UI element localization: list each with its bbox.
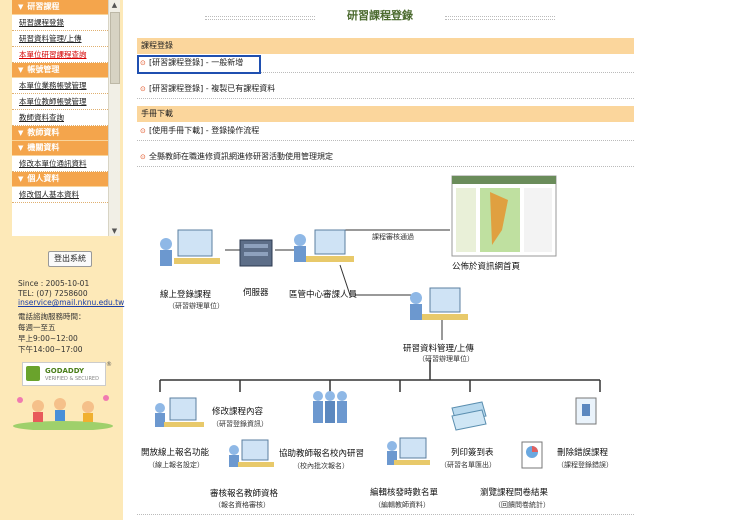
check-qualification-icon <box>229 439 274 467</box>
survey-chart-icon <box>521 441 543 469</box>
label-manage-sub: （研習辦理單位） <box>418 355 474 363</box>
label-check: 審核報名教師資格 <box>210 489 279 499</box>
sidebar-group-header[interactable]: ▼個人資料 <box>12 172 108 187</box>
page-title: 研習課程登錄 <box>347 9 413 22</box>
label-print: 列印簽到表 <box>451 448 494 458</box>
label-approved: 課程審核通過 <box>372 233 414 241</box>
expand-arrow-icon: ▼ <box>18 129 24 137</box>
sidebar-item[interactable]: 研習課程登錄 <box>12 15 108 31</box>
label-open-reg-sub: （線上報名設定） <box>148 461 204 469</box>
label-publish: 公佈於資訊網首頁 <box>452 262 521 272</box>
link-rules[interactable]: ⊙ 全縣教師在職進修資訊網進修研習活動使用管理規定 <box>137 151 634 167</box>
server-icon <box>239 239 273 267</box>
label-server: 伺服器 <box>243 288 269 298</box>
label-modify: 修改課程內容 <box>212 407 264 417</box>
hours-title: 電話諮詢服務時間： <box>18 312 86 321</box>
hours-pm: 下午14:00~17:00 <box>18 345 83 354</box>
label-check-sub: （報名資格審核） <box>214 501 270 509</box>
label-modify-sub: （研習登錄資訊） <box>212 420 268 428</box>
sidebar-item[interactable]: 研習資料管理/上傳 <box>12 31 108 47</box>
bullet-icon: ⊙ <box>140 85 146 93</box>
page-title-bar: 研習課程登錄 <box>205 6 555 24</box>
reviewer-icon <box>294 229 354 262</box>
registered-mark: ® <box>106 361 112 368</box>
section-course-entry: 課程登錄 <box>137 38 634 54</box>
label-open-reg: 開放線上報名功能 <box>141 448 210 458</box>
badge-title: GODADDY <box>45 367 85 375</box>
group-icon <box>313 391 347 423</box>
badge-subtitle: VERIFIED & SECURED <box>45 376 99 382</box>
tel-text: TEL: (07) 7258600 <box>18 289 88 298</box>
bullet-icon: ⊙ <box>140 59 146 67</box>
label-online-sub: （研習辦理單位） <box>168 302 224 310</box>
label-survey: 瀏覽課程問卷結果 <box>480 488 549 498</box>
label-hours: 編輯核發時數名單 <box>370 488 439 498</box>
sidebar-group-title: 機關資料 <box>27 143 60 152</box>
email-link[interactable]: inservice@mail.nknu.edu.tw <box>18 298 125 307</box>
label-delete-sub: （課程登錄錯誤） <box>557 461 613 469</box>
label-print-sub: （研習名單匯出） <box>440 461 496 469</box>
label-assist: 協助教師報名校內研習 <box>279 449 365 459</box>
expand-arrow-icon: ▼ <box>18 3 24 11</box>
sidebar-group-title: 帳號管理 <box>27 65 60 74</box>
label-hours-sub: （編輯教師資料） <box>374 501 430 509</box>
link-new-course[interactable]: ⊙ [研習課程登錄] - 一般新增 <box>137 57 634 73</box>
hours-days: 每週一至五 <box>18 323 56 332</box>
selection-highlight <box>137 55 261 74</box>
link-manual-label[interactable]: [使用手冊下載] - 登錄操作流程 <box>149 126 260 135</box>
scroll-up-arrow-icon[interactable]: ▲ <box>111 1 118 9</box>
sidebar-item[interactable]: 本單位教師帳號管理 <box>12 94 108 110</box>
hours-list-icon <box>387 437 430 465</box>
link-copy-course[interactable]: ⊙ [研習課程登錄] - 複製已有課程資料 <box>137 83 634 99</box>
sidebar-menu: ▼研習課程研習課程登錄研習資料管理/上傳本單位研習課程查詢▼帳號管理本單位業務帳… <box>12 0 108 236</box>
godaddy-badge[interactable]: GODADDY VERIFIED & SECURED <box>22 362 106 386</box>
papers-icon <box>451 401 487 431</box>
since-text: Since : 2005-10-01 <box>18 279 90 288</box>
expand-arrow-icon: ▼ <box>18 144 24 152</box>
link-rules-label[interactable]: 全縣教師在職進修資訊網進修研習活動使用管理規定 <box>149 152 333 161</box>
sidebar-scrollbar[interactable]: ▲ ▼ <box>108 0 120 236</box>
section-manual: 手冊下載 <box>137 106 634 122</box>
expand-arrow-icon: ▼ <box>18 66 24 74</box>
link-new-course-label[interactable]: [研習課程登錄] - 一般新增 <box>149 58 244 67</box>
sidebar-group-header[interactable]: ▼教師資料 <box>12 126 108 141</box>
label-survey-sub: （回饋問卷統計） <box>494 501 550 509</box>
link-copy-course-label[interactable]: [研習課程登錄] - 複製已有課程資料 <box>149 84 276 93</box>
sidebar-item[interactable]: 修改本單位通訊資料 <box>12 156 108 172</box>
lock-icon <box>26 366 40 381</box>
sidebar: ▼研習課程研習課程登錄研習資料管理/上傳本單位研習課程查詢▼帳號管理本單位業務帳… <box>0 0 125 520</box>
sidebar-group-title: 研習課程 <box>27 2 60 11</box>
expand-arrow-icon: ▼ <box>18 175 24 183</box>
scroll-down-arrow-icon[interactable]: ▼ <box>111 227 118 235</box>
label-assist-sub: （校內批次報名） <box>293 462 349 470</box>
open-registration-icon <box>155 397 204 427</box>
sidebar-group-header[interactable]: ▼帳號管理 <box>12 63 108 78</box>
sidebar-group-header[interactable]: ▼機關資料 <box>12 141 108 156</box>
sidebar-group-title: 個人資料 <box>27 174 60 183</box>
scrollbar-thumb[interactable] <box>110 12 120 84</box>
sidebar-item[interactable]: 本單位業務帳號管理 <box>12 78 108 94</box>
logout-button[interactable]: 登出系統 <box>48 251 92 267</box>
label-online: 線上登錄課程 <box>160 290 212 300</box>
workflow-diagram <box>155 175 601 469</box>
bottom-divider <box>137 514 634 515</box>
online-user-icon <box>160 229 220 266</box>
sidebar-item[interactable]: 教師資料查詢 <box>12 110 108 126</box>
sidebar-group-header[interactable]: ▼研習課程 <box>12 0 108 15</box>
website-screenshot-icon <box>451 175 557 257</box>
sidebar-group-title: 教師資料 <box>27 128 60 137</box>
link-manual[interactable]: ⊙ [使用手冊下載] - 登錄操作流程 <box>137 125 634 141</box>
hours-am: 早上9:00~12:00 <box>18 334 78 343</box>
bullet-icon: ⊙ <box>140 127 146 135</box>
label-delete: 刪除錯誤課程 <box>557 448 609 458</box>
sidebar-item[interactable]: 修改個人基本資料 <box>12 187 108 203</box>
delete-course-icon <box>575 397 597 425</box>
label-manage: 研習資料管理/上傳 <box>403 344 474 354</box>
sidebar-item[interactable]: 本單位研習課程查詢 <box>12 47 108 63</box>
bullet-icon: ⊙ <box>140 153 146 161</box>
label-reviewer: 區管中心審課人員 <box>289 290 358 300</box>
kids-illustration <box>13 395 113 430</box>
manage-user-icon <box>410 287 468 320</box>
